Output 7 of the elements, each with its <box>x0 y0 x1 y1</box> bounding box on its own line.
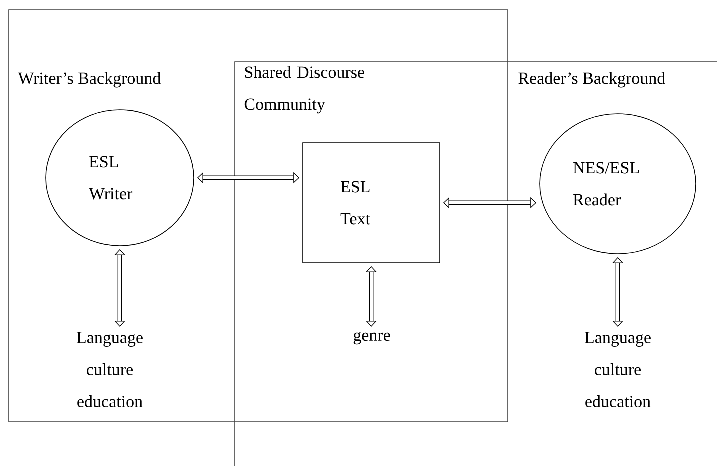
text-label: Language culture education <box>76 332 143 408</box>
text-label: Language culture education <box>584 332 651 408</box>
text-box: ESL Text <box>302 142 440 264</box>
region-title: Shared Discourse Community <box>244 66 364 114</box>
text-label: genre <box>354 332 390 345</box>
frame-title: Writer’s Background <box>18 72 161 88</box>
region-title: Reader’s Background <box>518 72 666 88</box>
